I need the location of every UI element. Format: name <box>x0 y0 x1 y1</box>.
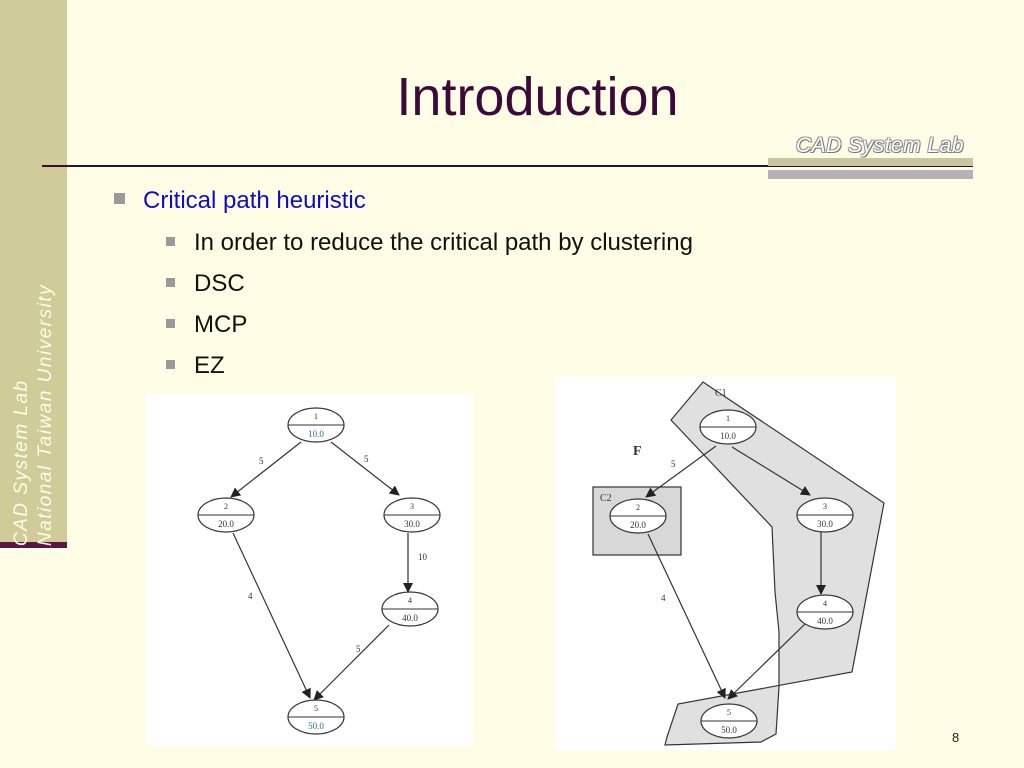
page-number: 8 <box>952 730 960 745</box>
node-id: 3 <box>823 502 827 511</box>
edge-label: 5 <box>364 454 369 464</box>
slide-title: Introduction <box>396 67 679 127</box>
node-5: 5 50.0 <box>700 703 758 739</box>
edge-1-2 <box>230 441 302 498</box>
lab-bar-top <box>768 158 973 166</box>
bullet-square-icon <box>166 278 175 287</box>
bullet-square-icon <box>166 237 175 246</box>
bullet-square-icon <box>166 360 175 369</box>
bullet-square-icon <box>166 319 175 328</box>
bullet-main: Critical path heuristic <box>114 187 366 215</box>
node-weight: 40.0 <box>817 616 833 626</box>
node-weight: 50.0 <box>308 721 324 731</box>
edge-label: 4 <box>661 593 666 603</box>
task-graph-right: C1 C2 F 5 4 1 10.0 2 20.0 3 30.0 <box>555 377 896 750</box>
edge-2-5 <box>232 532 311 699</box>
node-weight: 30.0 <box>404 519 420 529</box>
node-id: 4 <box>823 599 827 608</box>
edge-1-3 <box>330 441 400 496</box>
sidebar-line-2: National Taiwan University <box>35 283 56 547</box>
edge-label: 5 <box>671 459 676 469</box>
node-4: 4 40.0 <box>796 594 854 630</box>
bullet-sub-text: MCP <box>194 311 248 338</box>
node-weight: 20.0 <box>218 519 234 529</box>
label-f: F <box>633 444 642 459</box>
node-5: 5 50.0 <box>287 699 345 735</box>
bullet-sub-text: EZ <box>194 352 225 379</box>
node-id: 2 <box>224 502 228 511</box>
edge-label: 5 <box>259 456 264 466</box>
node-1: 1 10.0 <box>699 409 757 445</box>
cluster-c1-label: C1 <box>715 388 727 399</box>
cluster-c1-region <box>664 381 885 746</box>
node-id: 4 <box>408 596 412 605</box>
node-weight: 20.0 <box>630 520 646 530</box>
cluster-c2-label: C2 <box>600 493 612 504</box>
sidebar-accent-bar <box>0 542 67 548</box>
edge-4-5 <box>313 624 390 701</box>
bullet-sub-4: EZ <box>166 352 225 380</box>
task-graph-left: 5 5 10 4 5 1 10.0 2 20.0 3 30.0 4 40.0 <box>146 394 473 746</box>
sidebar <box>0 0 67 545</box>
lab-watermark: CAD System Lab <box>795 134 964 157</box>
bullet-sub-1: In order to reduce the critical path by … <box>166 229 693 257</box>
node-id: 3 <box>410 502 414 511</box>
node-id: 5 <box>727 708 731 717</box>
bullet-sub-3: MCP <box>166 311 247 339</box>
node-3: 3 30.0 <box>796 497 854 533</box>
node-weight: 10.0 <box>720 431 736 441</box>
title-divider <box>42 165 973 167</box>
node-weight: 40.0 <box>402 613 418 623</box>
edge-4-5 <box>727 623 806 700</box>
edge-label: 4 <box>248 591 253 601</box>
node-id: 1 <box>726 414 730 423</box>
bullet-square-icon <box>114 193 125 204</box>
sidebar-line-1: CAD System Lab <box>11 379 32 547</box>
node-2: 2 20.0 <box>609 498 667 534</box>
edge-2-5 <box>647 533 726 699</box>
edge-label: 10 <box>418 552 428 562</box>
node-id: 5 <box>314 704 318 713</box>
node-weight: 50.0 <box>721 725 737 735</box>
node-4: 4 40.0 <box>381 591 439 627</box>
node-id: 2 <box>636 503 640 512</box>
edge-label: 5 <box>356 644 361 654</box>
node-3: 3 30.0 <box>383 497 441 533</box>
lab-bar-bottom <box>768 170 973 179</box>
bullet-sub-text: DSC <box>194 270 245 297</box>
node-weight: 10.0 <box>308 429 324 439</box>
bullet-sub-text: In order to reduce the critical path by … <box>194 229 693 256</box>
node-weight: 30.0 <box>817 519 833 529</box>
bullet-sub-2: DSC <box>166 270 245 298</box>
bullet-main-text: Critical path heuristic <box>143 187 366 214</box>
node-1: 1 10.0 <box>287 407 345 443</box>
edge-1-2 <box>645 445 717 498</box>
sidebar-vertical-text: CAD System Lab National Taiwan Universit… <box>10 284 58 546</box>
node-2: 2 20.0 <box>197 497 255 533</box>
node-id: 1 <box>314 412 318 421</box>
edge-1-3 <box>731 446 811 496</box>
